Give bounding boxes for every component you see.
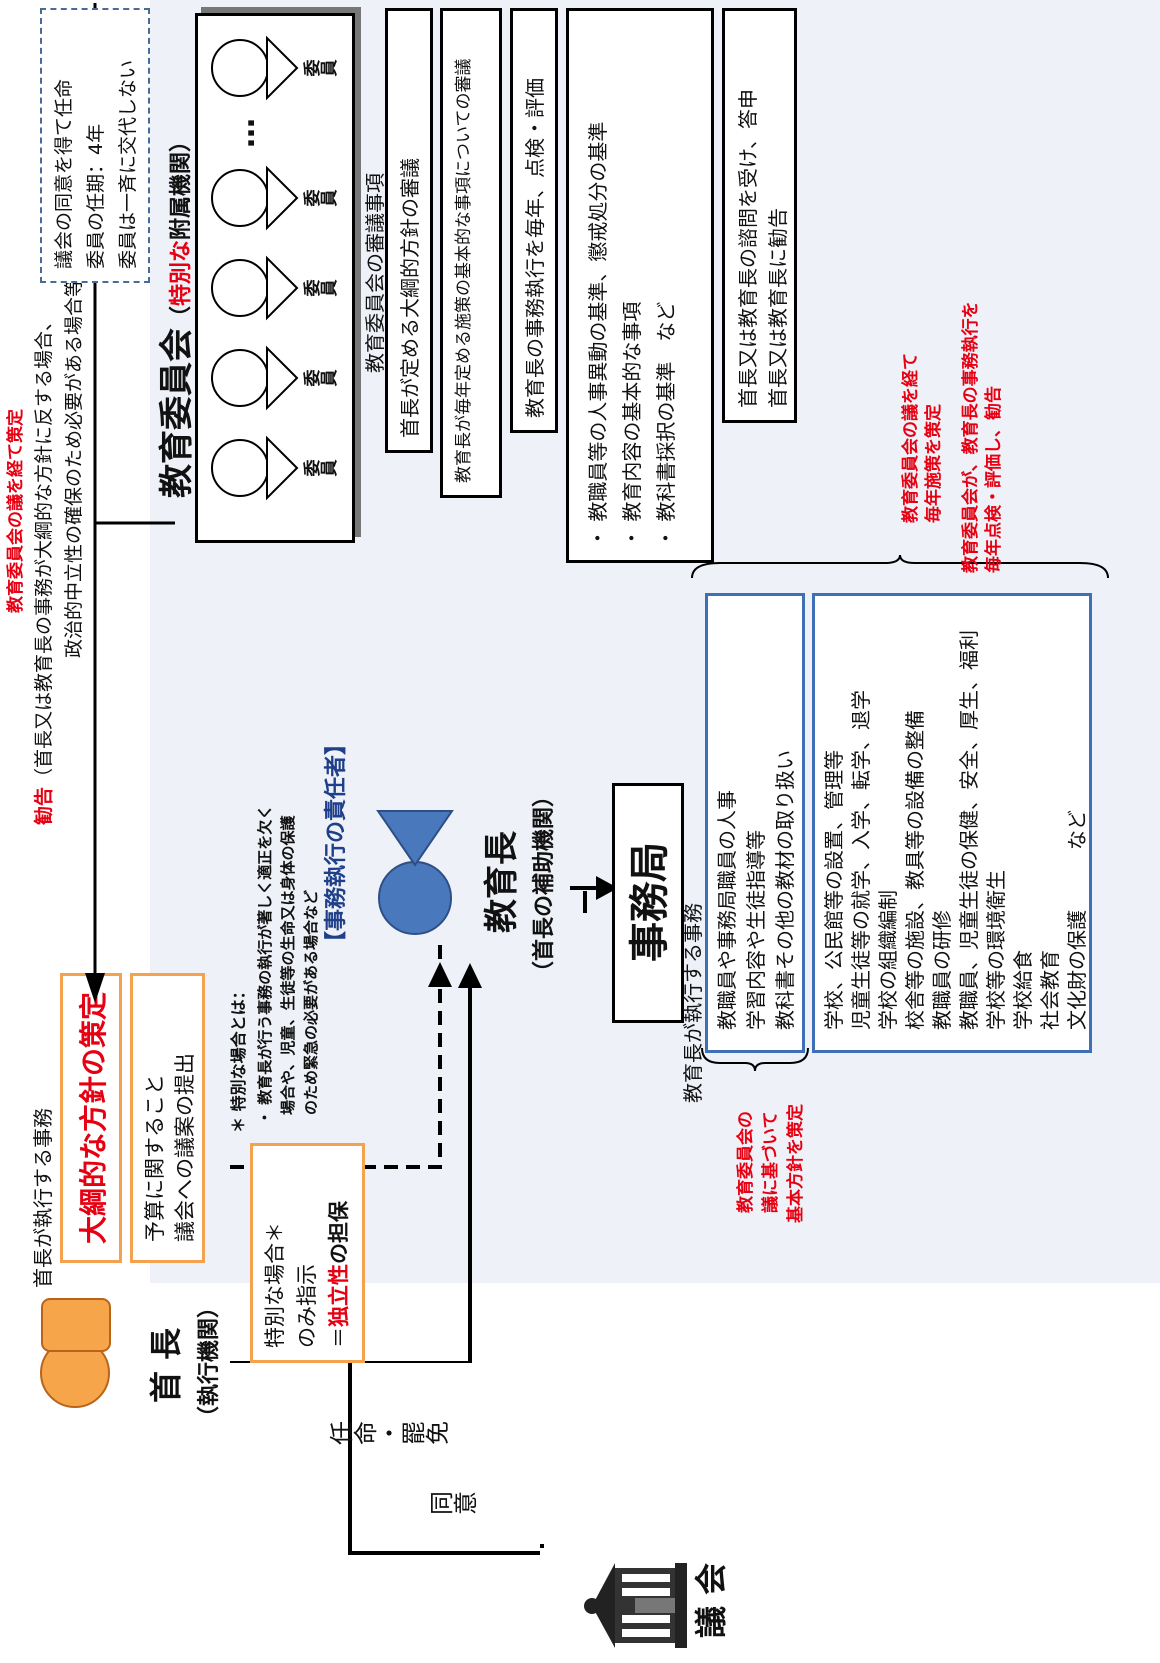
paren-open: （ [169,305,194,328]
shucho-affairs-heading: 首長が執行する事務 [31,1108,55,1288]
matter-2: 教育長が毎年定める施策の基本的な事項についての審議 [454,58,474,484]
committee-title-line: 教育委員会（特別な附属機関） [155,130,201,498]
member-icon-4 [205,153,300,243]
basic-policy-line-3: 基本方針を策定 [786,1104,806,1223]
budget-line-2: 議会への議案の提出 [173,1053,197,1242]
left-bracket [701,1047,809,1072]
policy-text: 大綱的な方針の策定 [77,991,110,1244]
policy-box: 大綱的な方針の策定 [60,973,122,1263]
top-annotation-line-1: 勧告（首長又は教育長の事務が大綱的な方針に反する場合、 [32,312,58,825]
jimukyoku-box-1: 教職員や事務局職員の人事 学習内容や生徒指導等 教科書その他の教材の取り扱い [705,593,805,1053]
jimukyoku-box2-line-1: 学校、公民館等の設置、管理等 [822,750,846,1030]
to-jimukyoku-arrow [583,891,587,913]
independence-red: 独立性 [327,1264,351,1327]
special-note-heading: ＊ 特別な場合とは： [229,983,248,1133]
matter-box-4: ・ 教職員等の人事異動の基準、懲戒処分の基準 ・ 教育内容の基本的な事項 ・ 教… [566,8,714,563]
to-jimukyoku-arrow-v [570,876,618,900]
matter-box-3: 教育長の事務執行を毎年、点検・評価 [510,8,558,433]
basic-policy-line-1: 教育委員会の [736,1111,756,1213]
matter-5: 首長又は教育長の諮問を受け、答申 首長又は教育長に勧告 [736,89,790,408]
member-label-4: 委 員 [303,189,340,207]
kyoikucho-title: 教育長 [482,831,522,933]
member-icon-3 [205,243,300,333]
independence-line: ＝独立性の担保 [325,1201,353,1348]
jimukyoku-affairs-heading: 教育長が執行する事務 [681,903,705,1103]
special-note-line-2: 場合や、児童、生徒等の生命又は身体の保護 [279,815,297,1115]
top-annotation-line-2: 政治的中立性の確保のため必要がある場合等） [63,258,85,658]
budget-box: 予算に関すること 議会への議案の提出 [130,973,205,1263]
red-note-2: 教育委員会が、教育長の事務執行を 毎年点検・評価し、勧告 [961,301,1004,573]
member-label-1: 委 員 [303,459,340,477]
term-line-2: 委員の任期：4年 [85,123,107,269]
member-icon-5 [205,23,300,113]
jimukyoku-box-2: 学校、公民館等の設置、管理等 児童生徒等の就学、入学、転学、退学 学校の組織編制… [812,593,1092,1053]
shucho-person-icon [20,1293,130,1413]
matter-1: 首長が定める大綱的方針の審議 [398,158,422,438]
member-label-3: 委 員 [303,279,340,297]
matter-box-2: 教育長が毎年定める施策の基本的な事項についての審議 [440,8,502,498]
jimukyoku-box2-line-8: 学校給食 [1011,950,1035,1030]
red-note-1: 教育委員会の議を経て 毎年施策を策定 [901,353,944,523]
top-annotation-red: 教育委員会の議を経て策定 [6,409,26,613]
member-label-2: 委 員 [303,369,340,387]
paren-close: ） [169,129,194,152]
jimukyoku-box2-line-4: 校舎等の施設、教具等の設備の整備 [903,710,927,1030]
independence-suffix: の担保 [327,1201,351,1264]
jimukyoku-box: 事務局 [612,783,684,1023]
kyoikucho-subtitle: （首長の補助機関） [532,784,557,983]
member-icon-2 [205,333,300,423]
jimukyoku-box1-line-1: 教職員や事務局職員の人事 [715,790,739,1030]
committee-term-box: 議会の同意を得て任命 委員の任期：4年 委員は一斉に交代しない [40,8,150,283]
kyoikucho-person-icon [360,803,470,943]
parliament-building-icon [580,1558,690,1653]
basic-policy-line-2: 議に基づいて [761,1111,781,1214]
jimukyoku-box1-line-3: 教科書その他の教材の取り扱い [773,750,797,1030]
matter-3: 教育長の事務執行を毎年、点検・評価 [523,78,547,418]
matter-box-5: 首長又は教育長の諮問を受け、答申 首長又は教育長に勧告 [722,8,797,423]
parliament-title: 議 会 [692,1562,730,1638]
special-line-2: のみ指示 [295,1264,319,1348]
budget-line-1: 予算に関すること [143,1074,167,1242]
committee-title: 教育委員会 [157,328,197,498]
special-red: 特別な [169,239,194,306]
special-instruction-box: 特別な場合＊ のみ指示 ＝独立性の担保 [250,1143,365,1363]
independence-prefix: ＝ [327,1327,351,1348]
jimukyoku-box1-line-2: 学習内容や生徒指導等 [744,830,768,1030]
special-note-line-1: ・ 教育長が行う事務の執行が著しく適正を欠く [256,804,274,1125]
recommend-red: 勧告 [33,786,55,825]
appoint-arrow [230,963,482,1363]
jimukyoku-title: 事務局 [627,842,673,962]
responsibility-label: 【事務執行の責任者】 [324,732,349,953]
jimukyoku-box2-line-10: 文化財の保護 など [1065,810,1089,1030]
jimukyoku-box2-line-3: 学校の組織編制 [876,890,900,1030]
term-line-1: 議会の同意を得て任命 [53,78,75,269]
shucho-title: 首 長 [147,1327,185,1403]
member-icon-1 [205,423,300,513]
jimukyoku-box2-line-2: 児童生徒等の就学、入学、転学、退学 [849,690,873,1030]
members-ellipsis: … [227,118,262,148]
term-line-3: 委員は一斉に交代しない [117,59,139,269]
jimukyoku-box2-line-9: 社会教育 [1038,950,1062,1030]
recommend-detail-1: （首長又は教育長の事務が大綱的な方針に反する場合、 [33,311,55,787]
special-line-1: 特別な場合＊ [263,1222,287,1348]
jimukyoku-box2-line-5: 教職員の研修 [930,910,954,1030]
matter-4: ・ 教職員等の人事異動の基準、懲戒処分の基準 ・ 教育内容の基本的な事項 ・ 教… [586,121,678,548]
special-note-line-3: のため緊急の必要がある場合など [302,889,320,1115]
member-label-5: 委 員 [303,59,340,77]
special-black: 附属機関 [169,151,194,240]
jimukyoku-box2-line-6: 教職員、児童生徒の保健、安全、厚生、福利 [957,630,981,1030]
matter-box-1: 首長が定める大綱的方針の審議 [385,8,433,453]
jimukyoku-box2-line-7: 学校等の環境衛生 [984,870,1008,1030]
right-bracket [691,554,1109,579]
